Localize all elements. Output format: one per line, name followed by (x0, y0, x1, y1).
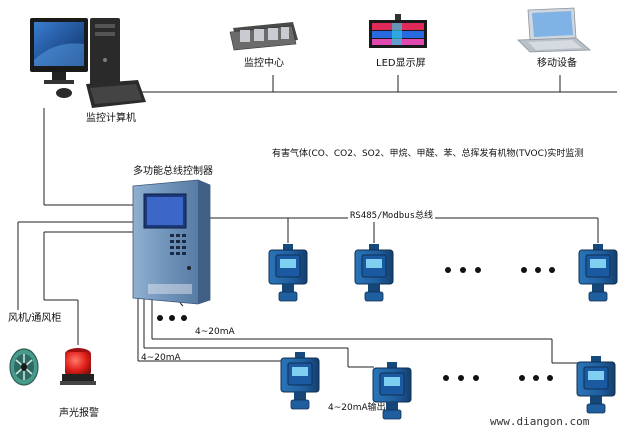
detector-display (588, 371, 604, 380)
gas-detector-analog (576, 356, 616, 414)
label-alarm: 声光报警 (59, 408, 99, 419)
ellipsis-groups (157, 267, 555, 381)
mouse (56, 88, 72, 98)
label-monitor-center: 监控中心 (244, 58, 284, 69)
gas-detector-analog (280, 352, 320, 410)
label-monitor-pc: 监控计算机 (86, 113, 136, 124)
led-pixels (372, 23, 424, 45)
gas-detectors (268, 244, 618, 420)
label-analog-1: 4~20mA (195, 327, 235, 337)
ellipsis-bus-left (445, 267, 481, 273)
label-analog-2: 4~20mA (141, 353, 181, 363)
detector-display (384, 377, 400, 386)
pc-tower (90, 18, 120, 86)
label-controller: 多功能总线控制器 (133, 166, 213, 177)
detector-display (280, 259, 296, 268)
controller-keypad (170, 234, 186, 255)
detector-display (590, 259, 606, 268)
label-fan: 风机/通风柜 (8, 313, 62, 324)
label-bus: RS485/Modbus总线 (348, 210, 436, 222)
ellipsis-analog-right (519, 375, 553, 381)
label-gas-description: 有害气体(CO、CO2、SO2、甲烷、甲醛、苯、总挥发有机物(TVOC)实时监测 (272, 149, 584, 159)
ellipsis-analog-left (443, 375, 479, 381)
monitor-center-device (229, 22, 298, 51)
controller-lock (187, 266, 191, 270)
gas-detector-bus (268, 244, 308, 302)
label-led-display: LED显示屏 (376, 58, 426, 69)
mobile-device (517, 7, 592, 53)
watermark: www.diangon.com (490, 415, 590, 428)
led-display-device (369, 14, 427, 48)
ellipsis-bus-right (521, 267, 555, 273)
ellipsis-controller-output (157, 315, 187, 321)
label-analog-out: 4~20mA输出 (328, 403, 386, 413)
detector-display (366, 259, 382, 268)
alarm-device (60, 348, 96, 385)
gas-detector-bus (354, 244, 394, 302)
label-mobile-device: 移动设备 (537, 58, 577, 69)
gas-detector-analog (372, 362, 412, 420)
gas-detector-bus (578, 244, 618, 302)
fan-device (9, 348, 39, 386)
monitor-computer (30, 18, 146, 108)
detector-display (292, 367, 308, 376)
bus-controller (132, 179, 211, 305)
